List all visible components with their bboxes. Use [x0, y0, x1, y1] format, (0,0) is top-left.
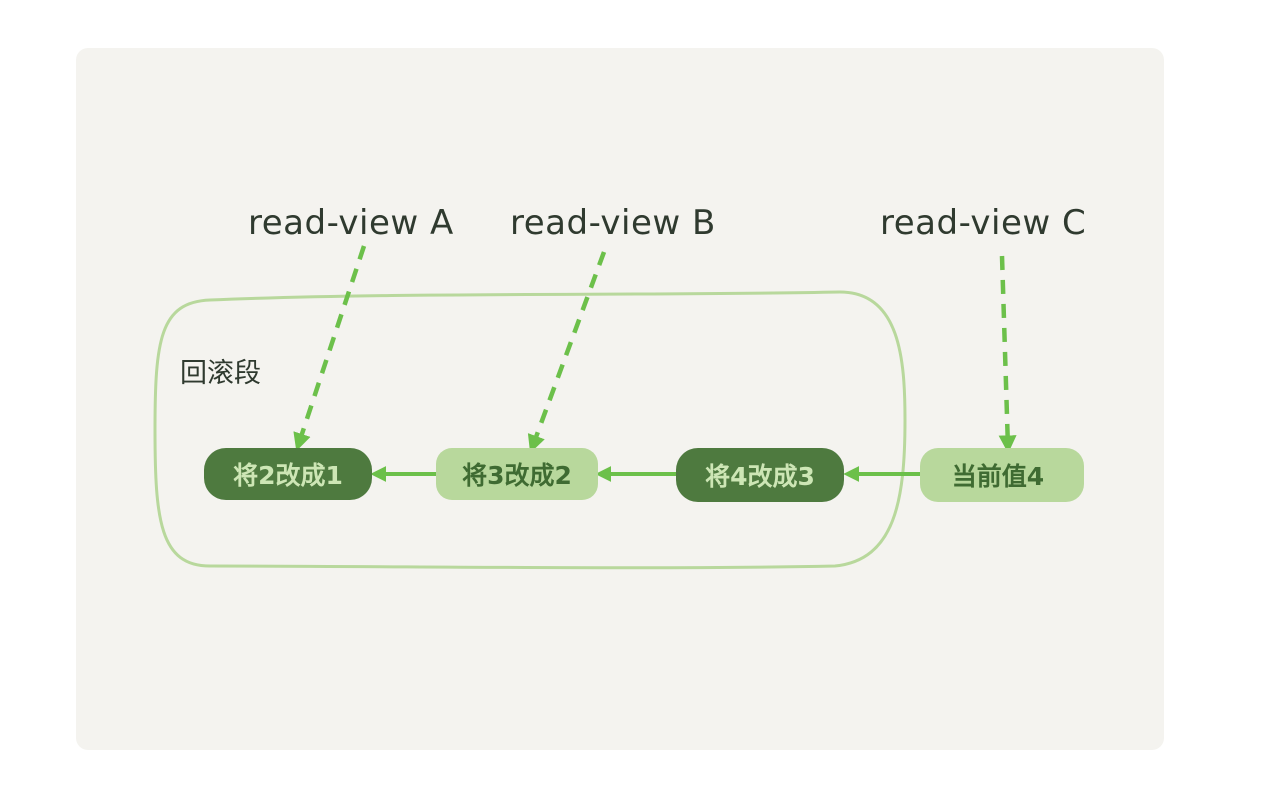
- version-node-2-to-1-label: 将2改成1: [233, 461, 343, 490]
- read-view-c-label: read-view C: [880, 203, 1086, 243]
- diagram-panel: [76, 48, 1164, 750]
- rollback-segment-label: 回滚段: [180, 358, 261, 389]
- version-node-2-to-1-bg: [204, 448, 372, 500]
- read-view-a-label: read-view A: [248, 203, 454, 243]
- read-view-b-pointer: [527, 251, 607, 454]
- current-value-node: 当前值4: [920, 448, 1084, 502]
- version-node-3-to-2-label: 将3改成2: [462, 461, 572, 490]
- version-node-4-to-3-label: 将4改成3: [705, 462, 815, 491]
- current-value-node-label: 当前值4: [952, 462, 1044, 491]
- version-node-4-to-3-bg: [676, 448, 844, 502]
- read-view-b-label: read-view B: [510, 203, 716, 243]
- rollback-segment-boundary: [153, 290, 907, 570]
- current-value-node-bg: [920, 448, 1084, 502]
- version-node-3-to-2: 将3改成2: [436, 448, 598, 500]
- version-node-3-to-2-bg: [436, 448, 598, 500]
- version-node-2-to-1: 将2改成1: [204, 448, 372, 500]
- read-view-c-pointer: [998, 255, 1017, 454]
- read-view-a-pointer: [293, 245, 367, 452]
- version-node-4-to-3: 将4改成3: [676, 448, 844, 502]
